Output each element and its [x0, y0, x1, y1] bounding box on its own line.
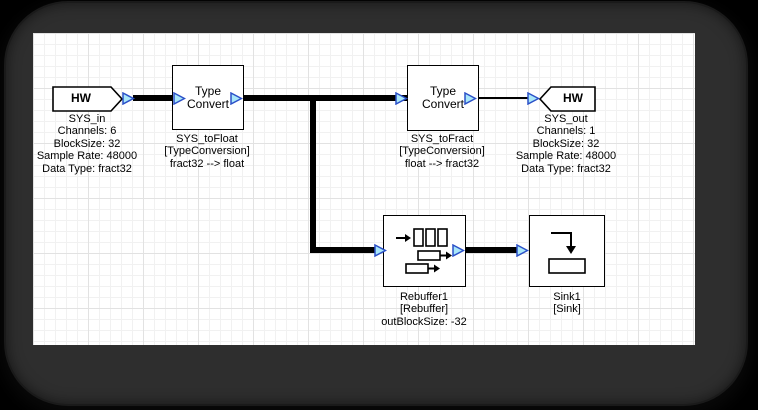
sysin-hw-block-shape[interactable]	[52, 86, 124, 112]
rebuffer1-block[interactable]	[383, 215, 466, 287]
typeconvert1-labels: SYS_toFloat [TypeConversion] fract32 -->…	[132, 133, 282, 170]
typeconvert2-block[interactable]: Type Convert	[407, 65, 479, 131]
typeconvert2-title: Type Convert	[421, 84, 465, 111]
typeconvert2-input-port-icon[interactable]	[395, 92, 408, 105]
wire-typeconvert2-to-sysout[interactable]	[477, 97, 529, 99]
sysin-datatype: Data Type: fract32	[42, 162, 132, 175]
rebuffer1-input-port-icon[interactable]	[374, 244, 387, 257]
typeconvert1-conversion: fract32 --> float	[169, 157, 245, 170]
sysin-blocksize: BlockSize: 32	[53, 137, 121, 150]
wire-rebuffer-to-sink[interactable]	[464, 247, 520, 253]
typeconvert2-conversion: float --> fract32	[404, 157, 480, 170]
sink-icon	[548, 232, 586, 274]
typeconvert1-input-port-icon[interactable]	[173, 92, 186, 105]
diagram-canvas[interactable]: HW Type Convert Type Convert HW	[33, 33, 695, 345]
sysout-samplerate: Sample Rate: 48000	[515, 150, 617, 163]
typeconvert2-class: [TypeConversion]	[399, 145, 485, 158]
sysout-hw-label: HW	[563, 91, 583, 105]
sink1-input-port-icon[interactable]	[516, 244, 529, 257]
wire-typeconvert1-to-typeconvert2[interactable]	[241, 95, 411, 101]
sink1-name: Sink1	[553, 291, 581, 303]
typeconvert1-output-port-icon[interactable]	[230, 92, 243, 105]
sysout-blocksize: BlockSize: 32	[532, 137, 600, 150]
rebuffer-icon	[396, 228, 452, 274]
sink1-class: [Sink]	[553, 303, 581, 316]
sysin-hw-label: HW	[71, 91, 91, 105]
sink1-block[interactable]	[529, 215, 605, 287]
sysin-channels: Channels: 6	[57, 125, 117, 138]
rebuffer1-class: [Rebuffer]	[399, 303, 449, 316]
sysin-samplerate: Sample Rate: 48000	[36, 150, 138, 163]
typeconvert1-name: SYS_toFloat	[176, 133, 238, 145]
rebuffer1-output-port-icon[interactable]	[452, 244, 465, 257]
typeconvert2-output-port-icon[interactable]	[464, 92, 477, 105]
rebuffer1-labels: Rebuffer1 [Rebuffer] outBlockSize: -32	[349, 291, 499, 328]
wire-sysin-to-typeconvert1[interactable]	[133, 95, 175, 101]
sysin-name: SYS_in	[68, 113, 106, 125]
sysin-labels: SYS_in Channels: 6 BlockSize: 32 Sample …	[12, 113, 162, 175]
sysout-labels: SYS_out Channels: 1 BlockSize: 32 Sample…	[491, 113, 641, 175]
sysout-datatype: Data Type: fract32	[521, 162, 611, 175]
typeconvert2-name: SYS_toFract	[410, 133, 474, 145]
sink1-labels: Sink1 [Sink]	[492, 291, 642, 316]
sysin-output-port-icon[interactable]	[122, 92, 135, 105]
sysout-input-port-icon[interactable]	[527, 92, 540, 105]
wire-branch-to-rebuffer[interactable]	[310, 247, 378, 253]
rebuffer1-outblocksize: outBlockSize: -32	[381, 315, 467, 328]
sysout-channels: Channels: 1	[536, 125, 596, 138]
rebuffer1-name: Rebuffer1	[399, 291, 449, 303]
wire-branch-vertical[interactable]	[310, 98, 316, 250]
typeconvert1-class: [TypeConversion]	[164, 145, 250, 158]
sysout-hw-block-shape[interactable]	[539, 86, 597, 112]
sysout-name: SYS_out	[544, 113, 588, 125]
typeconvert2-labels: SYS_toFract [TypeConversion] float --> f…	[367, 133, 517, 170]
typeconvert1-title: Type Convert	[186, 83, 230, 111]
